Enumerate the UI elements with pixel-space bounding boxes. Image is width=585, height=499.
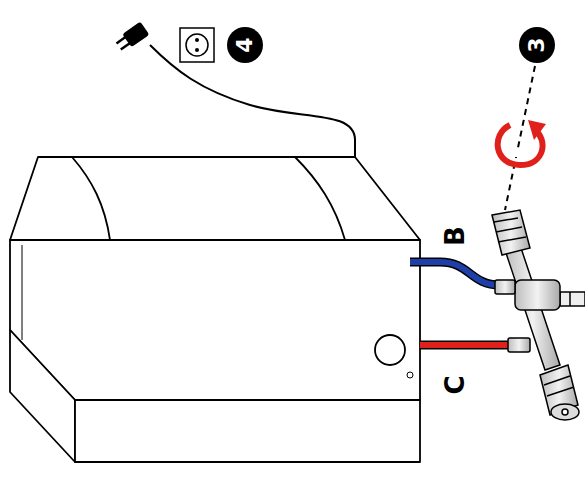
rotation-arrowhead	[528, 120, 546, 140]
callout-circle	[227, 27, 263, 63]
callout-number: 4	[234, 37, 256, 52]
cold-pipe-outline	[410, 262, 500, 285]
socket-icon	[180, 28, 214, 62]
heater-housing	[10, 157, 420, 462]
part-label: B	[442, 226, 468, 246]
valve-fitting	[492, 210, 585, 420]
rotation-axis	[505, 66, 535, 210]
hot-water-pipe	[420, 342, 512, 348]
part-label: C	[442, 375, 468, 394]
cold-water-pipe	[410, 262, 500, 285]
callout-circle	[519, 27, 555, 63]
hot-pipe-outline	[420, 341, 512, 350]
plug	[114, 22, 149, 53]
callout-number: 3	[526, 37, 548, 52]
